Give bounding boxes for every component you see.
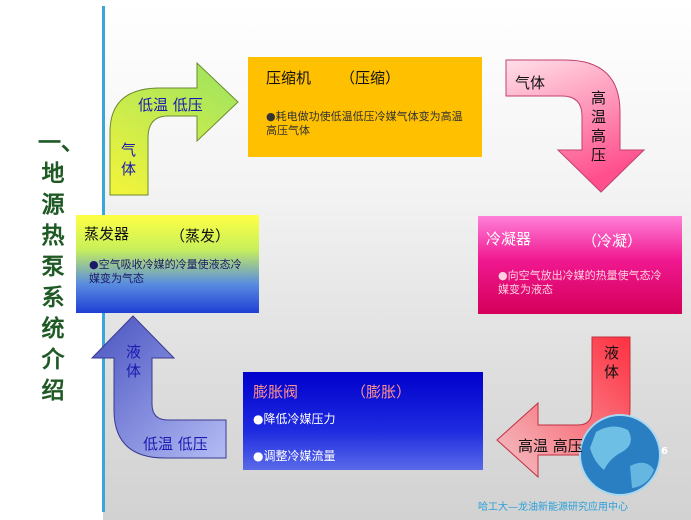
- condenser-box: 冷凝器 （冷凝） ●向空气放出冷媒的热量使气态冷媒变为液态: [478, 216, 682, 314]
- condenser-alias: （冷凝）: [582, 232, 643, 250]
- expansion-alias: （膨胀）: [351, 383, 412, 401]
- compressor-box: 压缩机 （压缩） ●耗电做功使低温低压冷媒气体变为高温高压气体: [248, 57, 482, 157]
- expansion-desc-2: ●调整冷媒流量: [253, 449, 336, 463]
- expansion-name: 膨胀阀: [253, 383, 299, 401]
- label-bottom-right-state: 液体: [604, 344, 620, 381]
- evaporator-desc: ●空气吸收冷媒的冷量使液态冷媒变为气态: [89, 258, 242, 285]
- expansion-valve-box: 膨胀阀 （膨胀） ●降低冷媒压力 ●调整冷媒流量: [243, 372, 483, 470]
- expansion-desc-1: ●降低冷媒压力: [253, 412, 336, 426]
- compressor-alias: （压缩）: [340, 69, 401, 87]
- condenser-desc: ●向空气放出冷媒的热量使气态冷媒变为液态: [498, 269, 662, 296]
- compressor-desc: ●耗电做功使低温低压冷媒气体变为高温高压气体: [266, 110, 463, 137]
- label-bottom-left-state: 液体: [126, 343, 142, 380]
- label-top-right-state: 气体: [515, 74, 546, 92]
- arrow-compressor-to-condenser: [505, 59, 646, 193]
- arrow-expansion-to-evaporator: [90, 315, 227, 459]
- pagenum: 6: [661, 446, 668, 457]
- evaporator-alias: （蒸发）: [170, 227, 231, 245]
- label-top-left-state: 气体: [121, 141, 137, 178]
- evaporator-name: 蒸发器: [84, 225, 130, 243]
- evaporator-box: 蒸发器 （蒸发） ●空气吸收冷媒的冷量使液态冷媒变为气态: [76, 215, 259, 313]
- footer-org: 哈工大—龙油新能源研究应用中心: [478, 502, 628, 513]
- label-bottom-right-condition: 高温 高压: [518, 437, 583, 455]
- label-top-left-condition: 低温 低压: [138, 96, 203, 114]
- globe-icon: [579, 414, 661, 496]
- label-bottom-left-condition: 低温 低压: [143, 435, 208, 453]
- condenser-name: 冷凝器: [486, 230, 532, 248]
- arrow-evaporator-to-compressor: [109, 61, 239, 196]
- label-top-right-condition: 高温高压: [591, 89, 607, 164]
- compressor-name: 压缩机: [266, 69, 312, 87]
